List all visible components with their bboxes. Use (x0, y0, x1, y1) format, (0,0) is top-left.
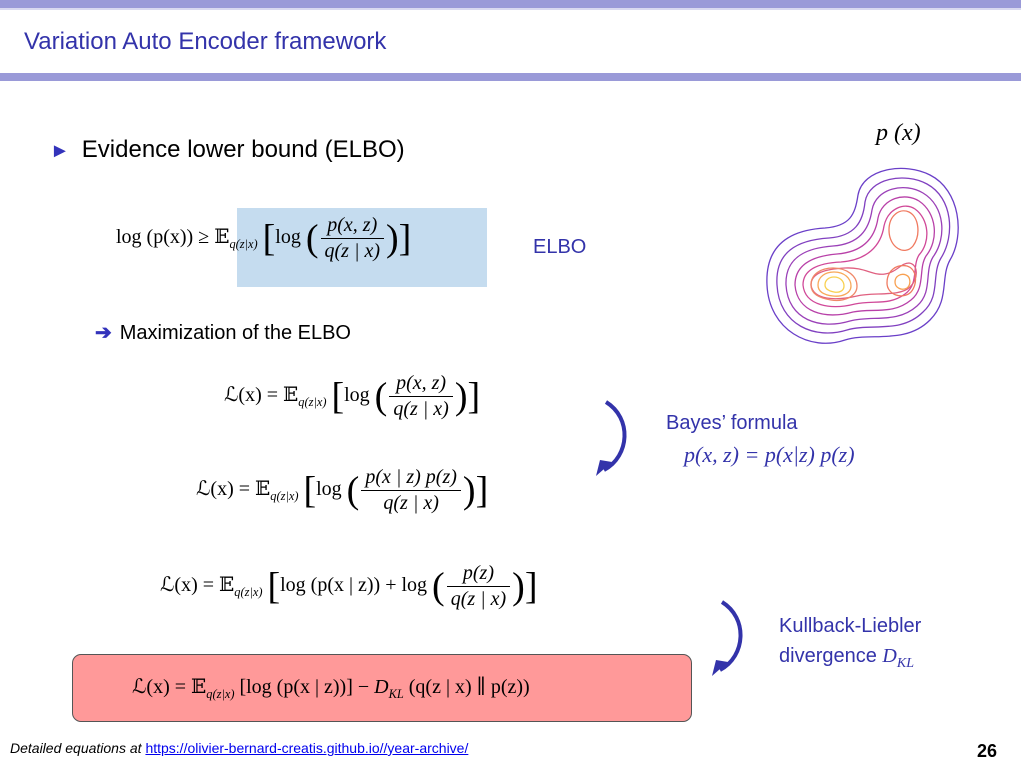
expectation-subscript: q(z|x) (206, 686, 235, 701)
triangle-right-icon: ► (50, 140, 70, 162)
sub-bullet-text: Maximization of the ELBO (119, 322, 351, 344)
denominator: q(z | x) (450, 588, 507, 610)
numerator: p(x, z) (327, 214, 378, 236)
footer-text: Detailed equations at (10, 740, 146, 756)
equation-elbo-bound: log (p(x)) ≥ 𝔼q(z|x) [log ( p(x, z) q(z | … (116, 214, 411, 263)
footer-link[interactable]: https://olivier-bernard-creatis.github.i… (145, 740, 469, 756)
kl-d-symbol: D (374, 676, 389, 698)
bracket-close: ] (475, 469, 489, 512)
kl-d-subscript: KL (388, 686, 404, 701)
arrow-right-icon: ➔ (95, 322, 112, 344)
bayes-formula-title: Bayes’ formula (666, 412, 798, 434)
bullet-elbo: ► Evidence lower bound (ELBO) (50, 136, 405, 164)
equation-bayes-substituted: ℒ(x) = 𝔼q(z|x) [log (p(x | z) p(z) q(z | … (196, 466, 488, 515)
log-fn: log (316, 478, 342, 501)
expectation-symbol: 𝔼 (191, 674, 207, 698)
expectation-symbol: 𝔼 (219, 572, 235, 597)
bracket-open: [ (267, 565, 281, 608)
curved-arrow-bayes-icon (596, 400, 627, 476)
contour-level-2 (776, 177, 951, 334)
kl-subscript: KL (896, 656, 914, 671)
bracket-close: ] (398, 217, 412, 260)
expectation-subscript: q(z|x) (270, 489, 299, 504)
bracket-close: ] (467, 375, 481, 418)
bracket-open: [ (331, 375, 345, 418)
contour-level-3 (785, 186, 943, 325)
bracket-open: [ (303, 469, 317, 512)
header-bar-bottom (0, 73, 1021, 81)
log-fn: log (344, 384, 370, 407)
paren-open: ( (432, 565, 445, 608)
bayes-formula-equation: p(x, z) = p(x|z) p(z) (684, 442, 855, 467)
expectation-symbol: 𝔼 (283, 382, 299, 407)
paren-open: ( (305, 217, 319, 260)
bracket-close: ] (524, 565, 538, 608)
expectation-symbol: 𝔼 (255, 476, 271, 501)
log-likelihood-term: log (p(x | z)) + log (280, 574, 428, 597)
kl-term: (q(z | x) ∥ p(z)) (408, 676, 530, 698)
contour-peak-upper (888, 210, 919, 251)
fraction: p(x, z) q(z | x) (389, 372, 453, 421)
expectation-symbol: 𝔼 (214, 224, 230, 249)
slide-title: Variation Auto Encoder framework (24, 28, 387, 55)
paren-open: ( (374, 375, 388, 418)
denominator: q(z | x) (383, 492, 439, 514)
contour-peak-left-inner (824, 276, 845, 293)
eq-lhs: ℒ(x) = (132, 676, 187, 698)
density-label: p (x) (876, 120, 921, 146)
bullet-text: Evidence lower bound (ELBO) (81, 136, 405, 163)
eq-lhs: ℒ(x) = (196, 478, 251, 501)
paren-close: ) (454, 375, 468, 418)
fraction: p(x | z) p(z) q(z | x) (361, 466, 461, 515)
fraction: p(z) q(z | x) (446, 562, 511, 611)
kl-title-line1: Kullback-Liebler (779, 615, 922, 637)
equation-final-elbo: ℒ(x) = 𝔼q(z|x) [log (p(x | z))] − DKL (q… (132, 674, 530, 702)
sub-bullet-maximization: ➔ Maximization of the ELBO (95, 320, 351, 345)
contour-level-1 (766, 167, 959, 344)
contour-level-4 (794, 196, 936, 316)
kl-symbol: D (882, 645, 897, 667)
bracket-open: [ (262, 217, 276, 260)
contour-peak-left-outer (810, 267, 858, 302)
numerator: p(x, z) (396, 372, 447, 394)
eq-lhs: ℒ(x) = (160, 574, 215, 597)
eq-lhs: log (p(x)) ≥ (116, 226, 210, 249)
paren-open: ( (346, 469, 360, 512)
expectation-subscript: q(z|x) (234, 585, 263, 600)
paren-close: ) (462, 469, 476, 512)
header-bar-top (0, 0, 1021, 8)
kl-title-line2: divergence (779, 645, 883, 667)
header-bar-top-line (0, 8, 1021, 10)
paren-close: ) (512, 565, 525, 608)
contour-peak-right-outer (886, 264, 917, 297)
numerator: p(z) (462, 562, 494, 584)
expectation-subscript: q(z|x) (229, 237, 258, 252)
reconstruction-term: [log (p(x | z))] − (239, 676, 375, 698)
contour-peak-left-mid (817, 271, 852, 297)
contour-peak-right-inner (894, 273, 911, 290)
footer-note: Detailed equations at https://olivier-be… (10, 740, 468, 756)
equation-elbo-def: ℒ(x) = 𝔼q(z|x) [log ( p(x, z) q(z | x))] (224, 372, 480, 421)
contour-level-5 (802, 205, 928, 308)
elbo-label: ELBO (533, 236, 587, 258)
density-contour-plot (766, 167, 959, 344)
numerator: p(x | z) p(z) (365, 466, 457, 488)
curved-arrow-kl-icon (712, 600, 743, 676)
paren-close: ) (385, 217, 399, 260)
eq-lhs: ℒ(x) = (224, 384, 279, 407)
contour-level-6 (810, 262, 917, 300)
log-fn: log (275, 226, 301, 249)
denominator: q(z | x) (393, 398, 449, 420)
kl-divergence-title: Kullback-Liebler divergence DKL (779, 611, 921, 679)
expectation-subscript: q(z|x) (298, 395, 327, 410)
equation-split-log: ℒ(x) = 𝔼q(z|x) [log (p(x | z)) + log (p(… (160, 562, 537, 611)
page-number: 26 (977, 741, 998, 761)
denominator: q(z | x) (324, 240, 380, 262)
fraction: p(x, z) q(z | x) (320, 214, 384, 263)
elbo-highlight (237, 208, 487, 287)
final-elbo-box (72, 654, 692, 722)
